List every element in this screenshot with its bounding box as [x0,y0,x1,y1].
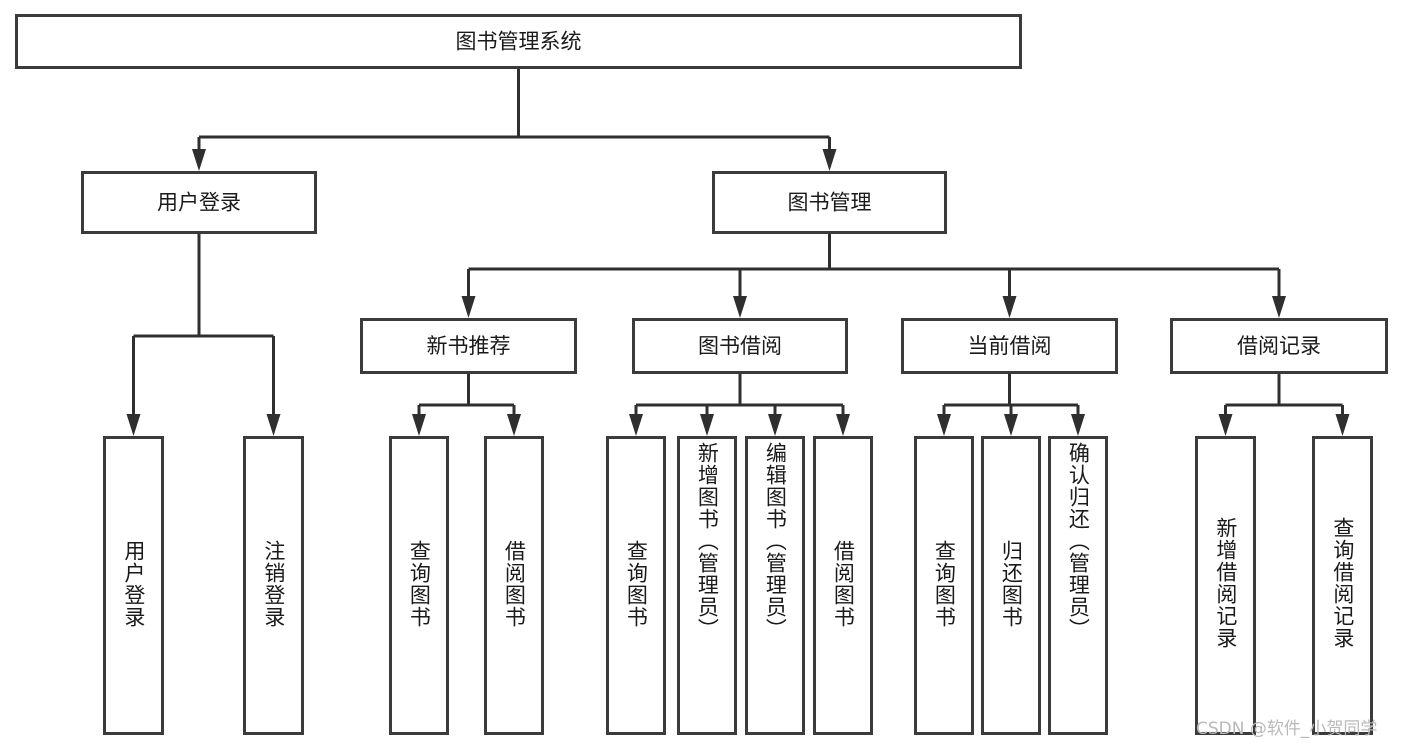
node-box [1312,436,1373,735]
node-box [243,436,304,735]
node-label: 借阅记录 [1237,334,1321,358]
node-box [981,436,1041,735]
node-box [745,436,805,735]
arrow-to-level3-1 [733,296,747,318]
node-leaf-5 [677,436,737,735]
arrow-to-level3-3 [1272,296,1286,318]
box-layer [15,14,1388,735]
arrow-to-leaf-1-3 [836,414,850,436]
node-leaf-0 [103,436,164,735]
arrow-to-level2-0 [192,149,206,171]
node-leaf-12 [1312,436,1373,735]
arrow-to-level3-0 [461,296,476,318]
node-leaf-7 [813,436,873,735]
arrow-to-leaf-2-0 [937,414,951,436]
arrow-to-leaf-3-0 [1218,414,1233,436]
arrow-to-leaf-1-2 [768,414,782,436]
arrow-to-level2-1 [822,149,837,171]
node-box [606,436,666,735]
node-label: 当前借阅 [968,334,1052,358]
arrow-to-leaf-2-2 [1071,414,1085,436]
node-root-0 [15,14,1022,69]
node-box [1048,436,1108,735]
node-box [901,318,1118,374]
arrow-to-leaf-1-1 [700,414,714,436]
node-leaf-3 [484,436,544,735]
node-leaf-11 [1195,436,1256,735]
node-level3-1 [632,318,848,374]
node-box [81,171,317,234]
node-box [1170,318,1388,374]
node-leaf-6 [745,436,805,735]
node-box [632,318,848,374]
node-label: 图书借阅 [698,334,782,358]
node-label: 用户登录 [157,191,241,215]
node-label: 图书管理 [788,191,872,215]
node-box [914,436,974,735]
node-leaf-4 [606,436,666,735]
node-box [15,14,1022,69]
node-level2-0 [81,171,317,234]
node-box [813,436,873,735]
node-label: 图书管理系统 [456,30,582,54]
arrow-to-leaf-0-1 [507,414,521,436]
node-box [712,171,947,234]
arrow-to-leaf-1-0 [629,414,643,436]
arrow-to-leaf-0-0 [412,414,426,436]
node-level3-2 [901,318,1118,374]
connector-layer [126,69,1350,436]
node-level3-0 [360,318,577,374]
arrow-to-level3-2 [1002,296,1017,318]
node-leaf-10 [1048,436,1108,735]
node-label: 新书推荐 [427,334,511,358]
node-box [389,436,449,735]
node-box [677,436,737,735]
node-box [103,436,164,735]
node-leaf-9 [981,436,1041,735]
node-leaf-2 [389,436,449,735]
node-box [484,436,544,735]
arrow-to-leaf-login-0 [126,414,141,436]
node-level3-3 [1170,318,1388,374]
node-box [1195,436,1256,735]
node-leaf-1 [243,436,304,735]
node-box [360,318,577,374]
arrow-to-leaf-3-1 [1335,414,1350,436]
node-level2-1 [712,171,947,234]
arrow-to-leaf-2-1 [1004,414,1018,436]
arrow-to-leaf-login-1 [266,414,281,436]
node-leaf-8 [914,436,974,735]
